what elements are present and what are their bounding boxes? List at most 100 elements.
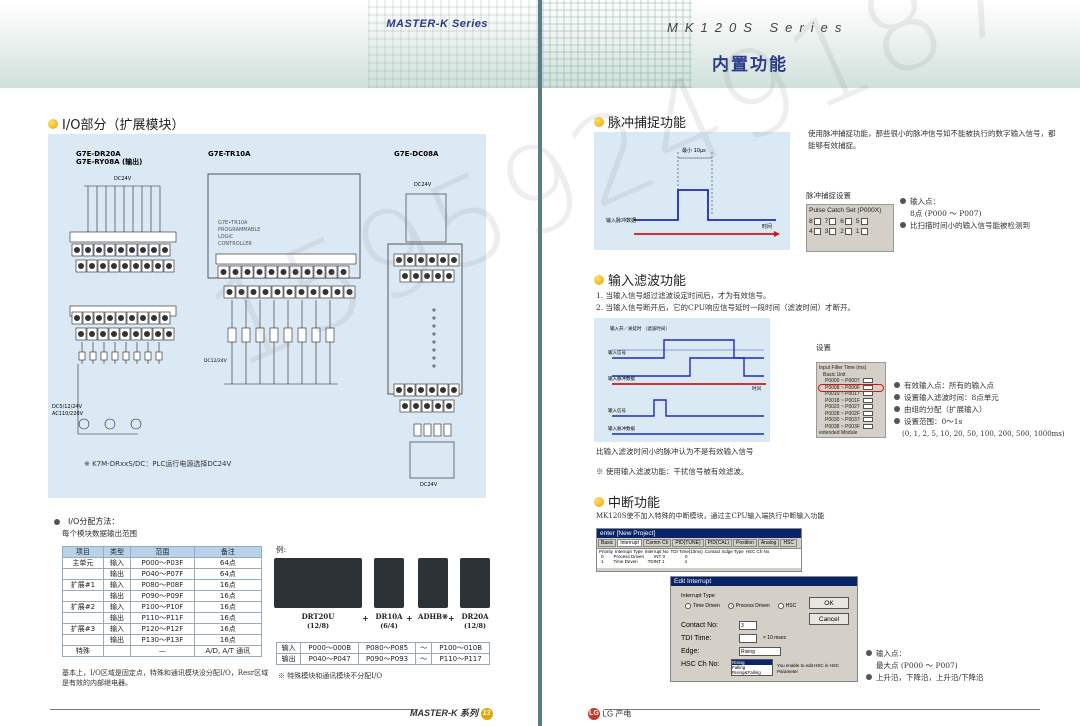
filter-row[interactable]: P0008 ~ P000F	[818, 383, 884, 392]
svg-text:AC110/220V: AC110/220V	[52, 411, 84, 417]
filter-row[interactable]: P0010 ~ P0017	[819, 391, 883, 398]
tab-pidcal[interactable]: PID(CAL)	[704, 539, 733, 547]
io-header-0: 项目	[62, 546, 104, 558]
bullet-item: 由组的分配（扩展输入）	[894, 404, 999, 416]
tab-analog[interactable]: Analog	[757, 539, 780, 547]
pulse-channel-checkbox[interactable]: 8	[809, 218, 821, 225]
bullet-item: 设置范围：0～1s	[894, 416, 999, 428]
example-module-spec: (6/4)	[380, 622, 398, 630]
io-cell: 主单元	[62, 557, 104, 569]
bullet-item: 输入点：	[866, 648, 984, 660]
example-cell: 输入	[275, 642, 302, 654]
io-cell: 扩展#2	[62, 601, 104, 613]
filter-row[interactable]: P0038 ~ P003F	[819, 423, 883, 431]
io-cell: A/D, A/T 通讯	[193, 645, 263, 657]
pulse-channel-checkbox[interactable]: 6	[840, 218, 852, 225]
interrupt-type-radios: Time Driven Process Driven HSC	[685, 603, 796, 609]
bullet-item: 比扫描时间小的输入信号能被检测到	[900, 220, 1030, 232]
tab-hsc[interactable]: HSC	[780, 539, 797, 547]
filter-note: ※ 使用输入滤波功能：干扰信号被有效滤波。	[596, 467, 749, 476]
interrupt-type-radio[interactable]: Process Driven	[727, 603, 770, 609]
column-header: Priority	[599, 549, 614, 554]
filter-row[interactable]: P0028 ~ P002F	[819, 410, 883, 418]
dc24v-label-b: DC24V	[414, 182, 432, 188]
interrupt-type-group: Interrupt Type	[681, 593, 715, 599]
filter-settings-panel: Input Filter Time (ms) Basic Unit P0000 …	[816, 362, 886, 438]
dialog-field-input[interactable]: 3	[739, 621, 757, 630]
io-cell: 64点	[193, 557, 263, 569]
filter-row[interactable]: P0030 ~ P0037	[819, 417, 883, 424]
io-cell: 输入	[102, 557, 132, 569]
table-row: 特殊—A/D, A/T 通讯	[62, 645, 263, 657]
svg-text:PROGRAMMABLE: PROGRAMMABLE	[218, 227, 260, 233]
pulse-channel-checkbox[interactable]: 2	[840, 228, 852, 235]
io-cell: 16点	[193, 590, 263, 602]
dialog-field-input[interactable]: Rising	[739, 647, 781, 656]
pulse-channel-checkbox[interactable]: 7	[825, 218, 837, 225]
pulse-channel-checkbox[interactable]: 4	[809, 228, 821, 235]
right-banner	[542, 0, 1080, 88]
example-cell: ～	[415, 653, 433, 665]
filter-row[interactable]: P0000 ~ P0007	[819, 378, 883, 385]
filter-row[interactable]: P0018 ~ P001F	[819, 397, 883, 405]
io-header-3: 备注	[193, 546, 263, 558]
io-cell: 16点	[193, 634, 263, 646]
column-header: TDI Time(10ms)	[670, 549, 703, 554]
dc24v-label-c: DC24V	[420, 482, 438, 488]
module-name-2: G7E-TR10A	[208, 150, 251, 158]
diagram-note: ※ K7M-DRxxS/DC：PLC运行电源选择DC24V	[84, 459, 232, 468]
filter-setting-label: 设置	[816, 343, 831, 352]
edge-option[interactable]: Rising	[732, 660, 772, 665]
example-modules: DRT20U(12/8)DR10A(6/4)+ADHB※+DR20A(12/8)…	[274, 556, 492, 638]
interrupt-heading: 中断功能	[594, 492, 660, 511]
wiring-diagram-panel: G7E-DR20A G7E-RY08A (输出) G7E-TR10A G7E-D…	[48, 134, 486, 498]
bullet-item: 上升沿，下降沿，上升沿/下降沿	[866, 672, 984, 684]
pulse-heading: 脉冲捕捉功能	[594, 112, 686, 131]
io-alloc-subtitle: 每个模块数据输出范围	[62, 529, 137, 538]
filter-range: (0, 1, 2, 5, 10, 20, 50, 100, 200, 500, …	[902, 430, 1065, 438]
cancel-button[interactable]: Cancel	[809, 613, 849, 625]
io-cell: 16点	[193, 612, 263, 624]
column-header: HSC Ch No	[745, 549, 770, 554]
ok-button[interactable]: OK	[809, 597, 849, 609]
tab-commch[interactable]: Comm Ch	[642, 539, 672, 547]
io-alloc-note: 基本上，I/O区域是固定点，特殊和通讯模块没分配I/O，Resr区域是有效的内部…	[62, 669, 269, 687]
tab-interrupt[interactable]: Interrupt	[617, 539, 642, 547]
io-cell: 输出	[102, 590, 132, 602]
bullet-item: 8点 (P000 ～ P007)	[910, 209, 982, 218]
bullet-icon	[594, 496, 604, 507]
io-cell	[62, 634, 104, 646]
dialog-title: Edit Interrupt	[671, 577, 857, 586]
module-sub-1: G7E-RY08A (输出)	[76, 157, 142, 166]
svg-text:CONTROLLER: CONTROLLER	[218, 241, 252, 247]
edge-option[interactable]: Rising&Falling	[732, 670, 761, 675]
tab-pidtune[interactable]: PID(TUNE)	[672, 539, 704, 547]
edge-option[interactable]: Falling	[732, 665, 746, 670]
pulse-channel-checkbox[interactable]: 5	[856, 218, 868, 225]
tab-basic[interactable]: Basic	[598, 539, 617, 547]
dialog-field-input[interactable]	[739, 634, 757, 643]
filter-line-2: 2. 当输入信号断开后，它的CPU响应信号延时一段时间（滤波时间）才断开。	[596, 303, 856, 312]
left-page: MASTER-K Series I/O部分（扩展模块） G7E-DR20A G7…	[0, 0, 538, 726]
pulse-channel-checkbox[interactable]: 1	[856, 228, 868, 235]
filter-heading: 输入滤波功能	[594, 270, 686, 289]
tab-position[interactable]: Position	[733, 539, 757, 547]
module-name-1: G7E-DR20A	[76, 150, 121, 158]
footer-brand: LG LG 产电	[588, 708, 632, 720]
filter-row[interactable]: P0020 ~ P0027	[819, 404, 883, 411]
io-cell: P130～P13F	[130, 634, 195, 646]
footer-brand: MASTER-K 系列 13	[410, 706, 493, 720]
pulse-channel-checkbox[interactable]: 3	[825, 228, 837, 235]
interrupt-type-radio[interactable]: Time Driven	[685, 603, 720, 609]
interrupt-type-radio[interactable]: HSC	[777, 603, 796, 609]
brand-logo: MASTER-K Series	[386, 18, 488, 30]
io-cell: 16点	[193, 601, 263, 613]
